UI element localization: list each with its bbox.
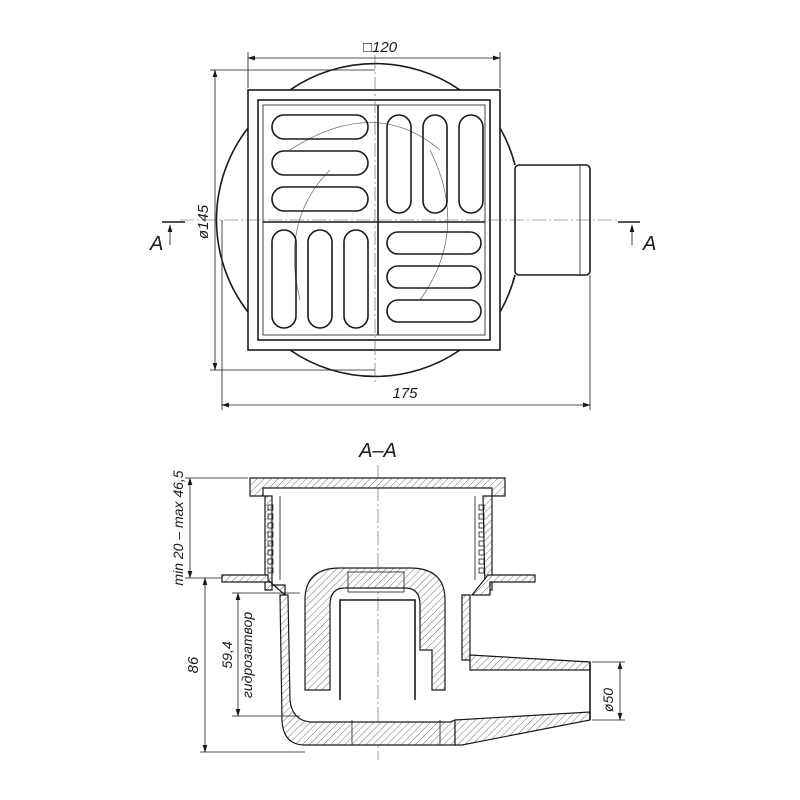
grate-slot — [386, 114, 412, 214]
grate-slot — [458, 114, 484, 214]
body-rib — [267, 531, 274, 538]
body-ribs — [267, 504, 485, 574]
water-seal-cap — [304, 567, 446, 691]
grate-slot — [307, 229, 333, 329]
section-view: A–A min 20 – max 46,5 86 59,4 гидрозатво… — [170, 440, 625, 760]
grate-slot — [271, 150, 369, 176]
grate-slot — [386, 265, 482, 289]
hidden-body-contours — [289, 122, 449, 301]
lower-body — [279, 594, 456, 746]
upper-body-inner-lines — [279, 496, 476, 580]
section-label-left: A — [149, 233, 163, 255]
grate-slot — [343, 229, 369, 329]
body-rib — [267, 567, 274, 574]
dim-adjust-label: min 20 – max 46,5 — [170, 470, 186, 585]
body-rib — [267, 549, 274, 556]
body-rib — [267, 504, 274, 511]
body-rib — [267, 540, 274, 547]
body-rib — [478, 540, 485, 547]
dim-diameter-label: ø145 — [195, 204, 212, 239]
dim-outlet-label: ø50 — [600, 688, 616, 712]
grate-slot — [386, 299, 482, 323]
body-rib — [267, 522, 274, 529]
body-rib — [478, 513, 485, 520]
body-rib — [478, 567, 485, 574]
grate-slot — [271, 186, 369, 212]
grate-slot — [422, 114, 448, 214]
dim-height-label: 86 — [185, 656, 202, 673]
grate-slot — [271, 229, 297, 329]
grate-section — [249, 477, 506, 497]
upper-body-wall-left — [263, 495, 273, 591]
flange-right — [470, 574, 536, 596]
body-rib — [478, 522, 485, 529]
body-rib — [478, 531, 485, 538]
dim-width-label: 175 — [392, 385, 418, 402]
inner-tube — [339, 599, 416, 700]
outlet-bottom — [454, 711, 591, 746]
section-label-right: A — [642, 233, 656, 255]
grate-slots — [271, 114, 484, 329]
body-rib — [267, 558, 274, 565]
plan-view: □120 ø145 175 A A — [149, 39, 656, 410]
outlet-top — [469, 654, 591, 671]
dim-square-label: □120 — [363, 39, 398, 56]
grate-slot — [271, 114, 369, 140]
seal-cap-top — [347, 571, 405, 593]
section-title: A–A — [358, 440, 397, 462]
body-rib — [267, 513, 274, 520]
body-rib — [478, 549, 485, 556]
dim-seal-label: 59,4 — [219, 641, 235, 668]
lower-body-wall-right — [461, 594, 471, 661]
body-rib — [478, 504, 485, 511]
grate-slot — [386, 231, 482, 255]
body-rib — [478, 558, 485, 565]
flange-left — [221, 574, 286, 597]
seal-label: гидрозатвор — [239, 612, 255, 698]
